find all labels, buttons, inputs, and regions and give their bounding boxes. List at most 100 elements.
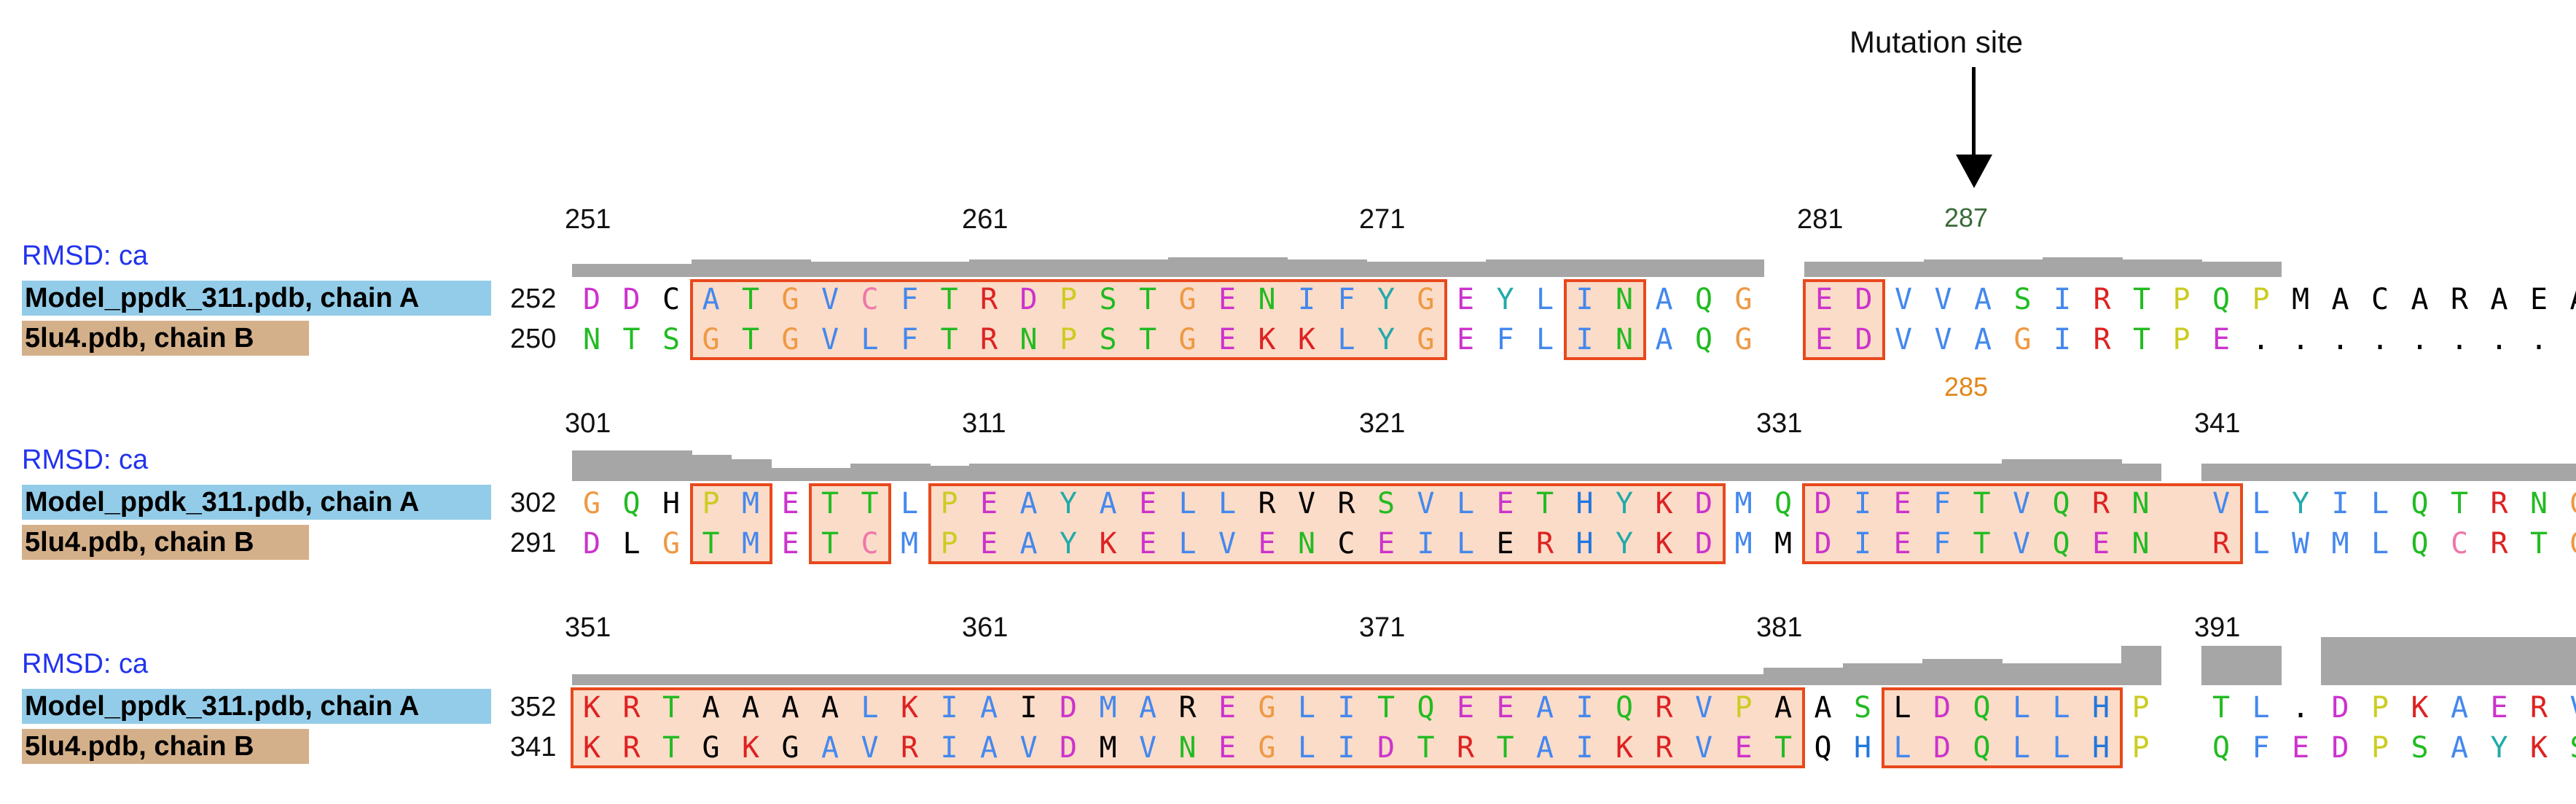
template-residue: N (1019, 323, 1038, 356)
template-residue: G (1734, 323, 1753, 356)
template-residue: Y (1059, 527, 1078, 561)
rmsd-bar (1525, 674, 1566, 685)
rmsd-bar (2081, 663, 2122, 685)
conserved-region-fill (809, 483, 891, 564)
template-start-number: 291 (510, 528, 557, 558)
model-residue: H (1575, 487, 1594, 520)
model-residue: A (2490, 283, 2508, 316)
model-residue: Y (2291, 487, 2310, 520)
rmsd-bar (1326, 464, 1367, 481)
rmsd-bar (2121, 646, 2161, 685)
template-residue: E (1456, 323, 1475, 356)
template-residue: H (2091, 731, 2110, 765)
template-residue: N (582, 323, 601, 356)
template-residue: T (2132, 323, 2151, 356)
rmsd-bar (2400, 464, 2440, 481)
template-residue: . (2490, 323, 2508, 356)
template-residue: T (940, 323, 958, 356)
model-residue: L (1456, 487, 1475, 520)
rmsd-bar (1167, 464, 1208, 481)
model-residue: L (900, 487, 919, 520)
rmsd-bar (1684, 464, 1725, 481)
template-start-number: 341 (510, 732, 557, 762)
rmsd-bar (611, 674, 652, 685)
model-residue: T (662, 691, 681, 725)
rmsd-bar (969, 259, 1010, 277)
rmsd-bar (1962, 659, 2003, 685)
rmsd-bar (2479, 464, 2520, 481)
template-residue: P (940, 527, 958, 561)
model-residue: R (2490, 487, 2508, 520)
model-residue: . (2291, 691, 2310, 725)
model-residue: K (2411, 691, 2429, 725)
model-residue: R (979, 283, 998, 316)
template-residue: A (1655, 323, 1673, 356)
template-residue: I (1417, 527, 1435, 561)
model-residue: A (2411, 283, 2429, 316)
model-residue: T (940, 283, 958, 316)
template-residue: I (1337, 731, 1355, 765)
rmsd-bar (890, 464, 931, 481)
model-residue: E (781, 487, 799, 520)
model-residue: A (1535, 691, 1554, 725)
model-residue: M (1099, 691, 1117, 725)
rmsd-bar (2082, 257, 2123, 277)
rmsd-bar (2041, 459, 2082, 481)
model-residue: L (2252, 487, 2270, 520)
ruler-tick-label: 281 (1797, 204, 1844, 235)
template-residue: M (1774, 527, 1793, 561)
template-residue: E (1893, 527, 1911, 561)
template-residue: A (2450, 731, 2469, 765)
conserved-region-fill (689, 483, 772, 564)
template-residue: Y (1377, 323, 1395, 356)
rmsd-bar (2400, 637, 2440, 685)
rmsd-bar (969, 464, 1010, 481)
template-residue: D (2331, 731, 2349, 765)
rmsd-bar (1922, 659, 1963, 685)
template-residue: L (2052, 731, 2070, 765)
model-residue: P (702, 487, 720, 520)
template-residue: M (900, 527, 919, 561)
model-residue: L (1178, 487, 1197, 520)
model-residue: Y (1059, 487, 1078, 520)
template-residue: D (1377, 731, 1395, 765)
ruler-tick-label: 351 (565, 612, 611, 643)
conserved-region-fill (1881, 687, 2123, 768)
template-residue: K (741, 731, 760, 765)
template-residue: I (1575, 323, 1594, 356)
template-residue: . (2291, 323, 2310, 356)
model-residue: N (1615, 283, 1634, 316)
model-residue: P (2371, 691, 2389, 725)
rmsd-label: RMSD: ca (22, 445, 149, 475)
model-residue: V (1934, 283, 1952, 316)
template-residue: R (2490, 527, 2508, 561)
rmsd-bar (969, 674, 1010, 685)
rmsd-bar (1763, 464, 1804, 481)
rmsd-bar (651, 674, 692, 685)
template-residue: G (781, 323, 799, 356)
rmsd-bar (1644, 464, 1685, 481)
template-residue: H (1853, 731, 1872, 765)
model-residue: H (662, 487, 681, 520)
rmsd-bar (1923, 259, 1964, 277)
model-residue: I (1019, 691, 1038, 725)
rmsd-bar (890, 262, 931, 277)
model-residue: I (1575, 691, 1594, 725)
template-residue: S (1099, 323, 1117, 356)
rmsd-bar (1207, 257, 1248, 277)
rmsd-bar (572, 450, 613, 481)
model-residue: D (1814, 487, 1832, 520)
template-residue: M (741, 527, 760, 561)
template-residue: D (1059, 731, 1078, 765)
rmsd-bar (1167, 674, 1208, 685)
rmsd-bar (1565, 464, 1605, 481)
rmsd-bar (2201, 464, 2242, 481)
rmsd-bar (2320, 464, 2361, 481)
model-residue: A (979, 691, 998, 725)
model-residue: R (1655, 691, 1673, 725)
model-residue: G (1258, 691, 1276, 725)
model-residue: E (2529, 283, 2548, 316)
model-residue: C (662, 283, 681, 316)
rmsd-bar (1843, 464, 1884, 481)
template-residue: T (662, 731, 681, 765)
